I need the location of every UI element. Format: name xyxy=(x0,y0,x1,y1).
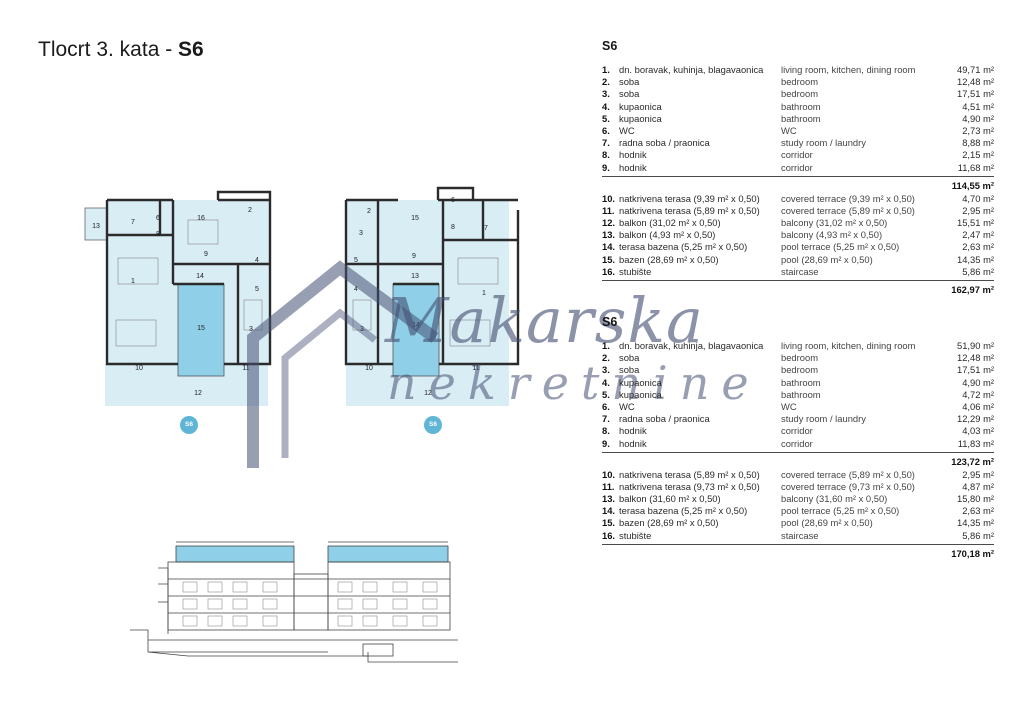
left-plan xyxy=(84,190,272,406)
floor-plans: 13 7 6 8 16 2 9 14 1 4 5 15 3 10 11 12 2… xyxy=(78,180,528,440)
table-row: 14.terasa bazena (5,25 m² x 0,50)pool te… xyxy=(602,241,994,253)
unit-badge: S6 xyxy=(180,416,198,434)
table-row: 14.terasa bazena (5,25 m² x 0,50)pool te… xyxy=(602,505,994,517)
left-room-label: 14 xyxy=(196,273,204,280)
divider xyxy=(602,451,994,453)
right-room-label: 2 xyxy=(367,208,371,215)
left-room-label: 8 xyxy=(156,231,160,238)
right-room-label: 10 xyxy=(365,365,373,372)
table-row: 11.natkrivena terasa (5,89 m² x 0,50)cov… xyxy=(602,204,994,216)
grand-total: 162,97 m² xyxy=(951,284,994,295)
right-room-label: 14 xyxy=(412,322,420,329)
table-row: 11.natkrivena terasa (9,73 m² x 0,50)cov… xyxy=(602,480,994,492)
right-room-label: 11 xyxy=(472,365,479,372)
table-heading: S6 xyxy=(602,39,618,53)
divider xyxy=(602,280,994,281)
left-room-label: 5 xyxy=(255,286,259,293)
right-room-label: 9 xyxy=(412,253,416,260)
right-room-label: 12 xyxy=(424,390,432,397)
left-room-label: 7 xyxy=(131,219,135,226)
right-room-label: 8 xyxy=(451,224,455,231)
table-row: 12.balkon (31,02 m² x 0,50)balcony (31,0… xyxy=(602,217,994,229)
left-room-label: 13 xyxy=(92,223,100,230)
facade-drawing xyxy=(130,541,458,663)
facade-elevation xyxy=(128,524,458,672)
unit-badge: S6 xyxy=(424,416,442,434)
right-room-label: 6 xyxy=(451,197,455,204)
left-pool xyxy=(177,283,225,377)
table-row: 15.bazen (28,69 m² x 0,50)pool (28,69 m²… xyxy=(602,517,994,529)
floor-plan-drawing: 13 7 6 8 16 2 9 14 1 4 5 15 3 10 11 12 2… xyxy=(84,186,520,406)
left-room-label: 15 xyxy=(197,325,205,332)
page-title: Tlocrt 3. kata - S6 xyxy=(38,38,204,62)
table-row: 13.balkon (31,60 m² x 0,50)balcony (31,6… xyxy=(602,493,994,505)
grand-total: 170,18 m² xyxy=(951,547,994,559)
right-pool xyxy=(392,283,440,377)
left-room-label: 16 xyxy=(197,215,205,222)
left-room-label: 2 xyxy=(248,207,252,214)
left-room-label: 12 xyxy=(194,390,202,397)
table-row: 13.balkon (4,93 m² x 0,50)balcony (4,93 … xyxy=(602,229,994,241)
extras-list: 10.natkrivena terasa (9,39 m² x 0,50)cov… xyxy=(602,193,994,278)
left-room-label: 1 xyxy=(131,278,135,285)
table-row: 10.natkrivena terasa (5,89 m² x 0,50)cov… xyxy=(602,468,994,480)
title-unit: S6 xyxy=(178,38,204,61)
table-row: 10.natkrivena terasa (9,39 m² x 0,50)cov… xyxy=(602,192,994,204)
right-room-label: 13 xyxy=(411,273,419,280)
left-room-label: 3 xyxy=(249,326,253,333)
left-room-label: 6 xyxy=(156,215,160,222)
right-room-label: 4 xyxy=(354,286,358,293)
left-room-label: 10 xyxy=(135,365,143,372)
divider xyxy=(602,175,994,177)
subtotal: 114,55 m² xyxy=(951,179,994,191)
right-room-label: 3 xyxy=(359,230,363,237)
title-prefix: Tlocrt 3. kata - xyxy=(38,38,173,61)
subtotal: 123,72 m² xyxy=(951,455,994,467)
extras-list: 10.natkrivena terasa (5,89 m² x 0,50)cov… xyxy=(602,469,994,542)
right-room-label: 7 xyxy=(484,225,488,232)
right-plan xyxy=(344,186,520,406)
divider xyxy=(602,543,994,545)
left-room-label: 4 xyxy=(255,257,259,264)
left-room-label: 11 xyxy=(242,365,249,372)
left-room-label: 9 xyxy=(204,251,208,258)
table-row: 15.bazen (28,69 m² x 0,50)pool (28,69 m²… xyxy=(602,253,994,265)
right-room-label: 15 xyxy=(411,215,419,222)
right-room-label: 1 xyxy=(482,290,486,297)
table-heading: S6 xyxy=(602,315,618,329)
right-room-label: 5 xyxy=(354,257,358,264)
right-room-label: 3 xyxy=(360,326,364,333)
